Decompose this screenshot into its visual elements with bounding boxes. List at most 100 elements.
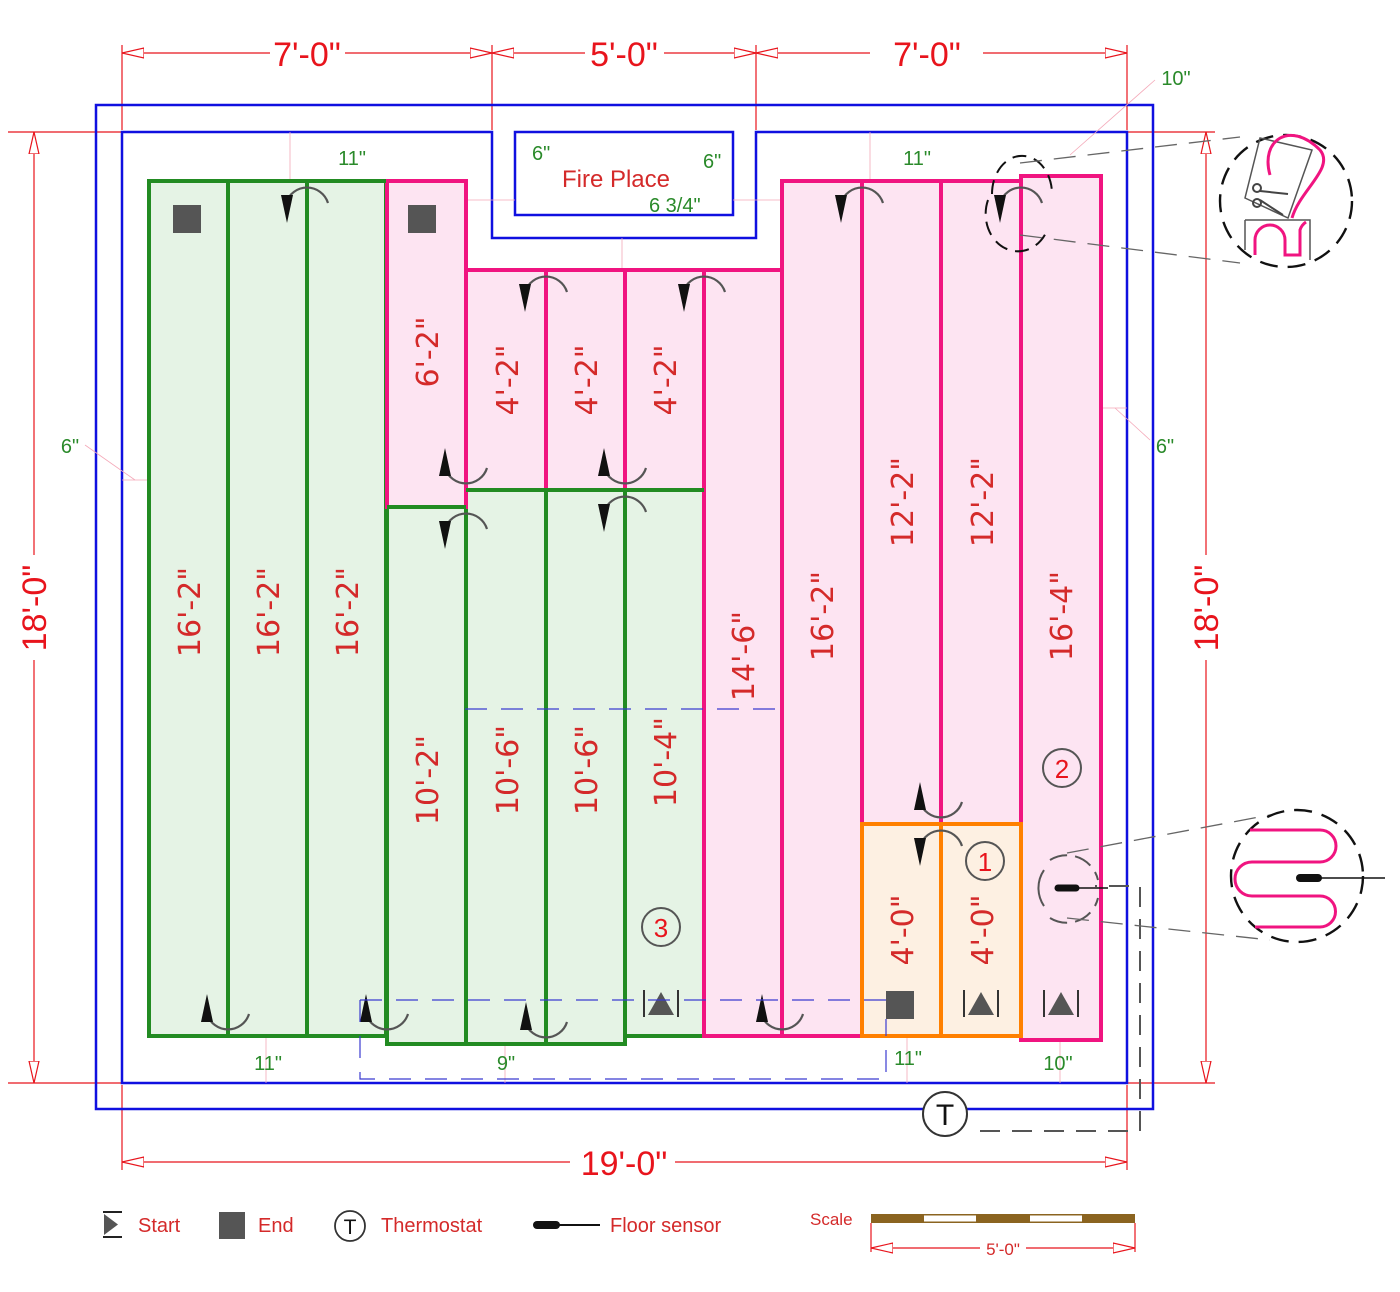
overall-dimensions — [8, 45, 1215, 1170]
zone2-run-1 — [385, 179, 468, 509]
thermostat-symbol: T — [936, 1099, 954, 1132]
legend-floor-sensor: Floor sensor — [533, 1215, 721, 1237]
run-label: 6'-2" — [411, 316, 446, 387]
zone-3-badge: 3 — [641, 907, 681, 947]
zone3-run-7 — [623, 488, 706, 1038]
end-square-icon — [219, 1212, 245, 1239]
zone-number-badges: 1 2 3 — [641, 748, 1082, 947]
scale-length: 5'-0" — [986, 1240, 1020, 1259]
end-square-icon — [173, 205, 201, 233]
turn-arrow-icon — [598, 448, 648, 485]
end-markers — [173, 205, 914, 1019]
zone3-run-5 — [464, 488, 548, 1046]
turn-arrow-icon — [835, 186, 885, 223]
turn-arrows — [201, 186, 1044, 1039]
floor-sensor — [1037, 854, 1108, 924]
thermostat-icon — [334, 1210, 366, 1242]
legend: Start End T Thermostat Floor sensor — [103, 1210, 721, 1242]
dim-top-right: 7'-0" — [893, 36, 961, 74]
run-label: 12'-2" — [966, 457, 1001, 547]
end-square-icon — [886, 991, 914, 1019]
clearance-left: 6" — [61, 436, 79, 458]
start-triangle-icon — [643, 990, 679, 1017]
scale-bar: Scale 5'-0" — [810, 1210, 1136, 1259]
turn-arrow-icon — [678, 275, 727, 312]
zone-2 — [385, 174, 1103, 1042]
thermostat[interactable]: T — [922, 1091, 968, 1137]
cold-lead-route — [359, 708, 887, 1080]
start-triangle-icon — [104, 1214, 118, 1235]
zone-2-badge: 2 — [1042, 748, 1082, 788]
fireplace-clearance-right: 6" — [703, 151, 721, 173]
turn-arrow-icon — [439, 448, 489, 485]
fireplace-label: Fire Place — [562, 166, 670, 193]
run-label: 16'-4" — [1045, 571, 1080, 661]
run-label: 16'-2" — [331, 567, 366, 657]
zone2-run-3 — [544, 268, 627, 492]
inner-wall — [120, 130, 1129, 1085]
clearance-bottom-3: 11" — [894, 1048, 922, 1070]
scissors-icon — [1252, 183, 1289, 216]
legend-end-label: End — [258, 1215, 294, 1237]
legend-start-label: Start — [138, 1215, 181, 1237]
dim-top-left: 7'-0" — [273, 36, 341, 74]
turn-arrow-icon — [201, 994, 251, 1031]
run-label: 14'-6" — [727, 611, 762, 701]
scale-label: Scale — [810, 1210, 853, 1229]
zone-1-badge: 1 — [965, 841, 1005, 881]
start-triangle-icon — [1043, 990, 1079, 1017]
run-label: 4'-2" — [491, 344, 526, 415]
run-label: 4'-0" — [886, 894, 921, 965]
run-label: 16'-2" — [806, 571, 841, 661]
turn-arrow-icon — [519, 275, 569, 312]
turn-arrow-icon — [598, 495, 648, 532]
legend-end: End — [219, 1212, 294, 1239]
zone-1 — [860, 822, 1023, 1038]
run-labels: 16'-2" 16'-2" 16'-2" 10'-2" 10'-6" 10'-6… — [173, 316, 1080, 965]
run-label: 16'-2" — [252, 567, 287, 657]
clearance-top-corner: 10" — [1161, 68, 1190, 90]
legend-start: Start — [103, 1211, 181, 1238]
turn-arrow-icon — [520, 1002, 569, 1039]
clearance-bottom-4: 10" — [1043, 1053, 1072, 1075]
dim-bottom: 19'-0" — [581, 1145, 668, 1183]
fireplace-clearance-left: 6" — [532, 143, 550, 165]
zone2-run-9 — [1019, 174, 1103, 1042]
walls — [94, 103, 1155, 1111]
zone-3 — [147, 179, 706, 1046]
legend-thermostat: T Thermostat — [334, 1210, 483, 1242]
clearance-top-right: 11" — [903, 148, 931, 170]
turn-arrow-icon — [914, 829, 964, 866]
fireplace-box — [513, 130, 735, 217]
zone-1-number: 1 — [978, 847, 992, 877]
run-label: 10'-6" — [491, 725, 526, 815]
turn-arrow-icon — [994, 186, 1044, 223]
run-label: 16'-2" — [173, 567, 208, 657]
zone2-run-5 — [702, 268, 784, 1038]
zone2-run-7 — [860, 179, 943, 826]
legend-floor-sensor-label: Floor sensor — [610, 1215, 721, 1237]
end-square-icon — [408, 205, 436, 233]
turn-arrow-icon — [439, 512, 489, 549]
zone-2-number: 2 — [1055, 754, 1069, 784]
dim-right: 18'-0" — [1188, 565, 1226, 652]
legend-thermostat-label: Thermostat — [381, 1215, 483, 1237]
run-label: 10'-2" — [411, 735, 446, 825]
clearance-top-left: 11" — [338, 148, 366, 170]
cut-detail — [984, 133, 1354, 269]
clearance-right: 6" — [1156, 436, 1174, 458]
turn-arrow-icon — [281, 186, 330, 223]
zone3-run-1 — [147, 179, 230, 1038]
clearance-bottom-2: 9" — [497, 1053, 515, 1075]
thermostat-icon[interactable] — [922, 1091, 968, 1137]
clearance-leaders — [84, 79, 1156, 1083]
zone-3-number: 3 — [654, 913, 668, 943]
run-label: 4'-2" — [649, 344, 684, 415]
turn-arrow-icon — [360, 994, 410, 1031]
start-triangle-icon — [963, 990, 999, 1017]
fireplace-clearance-bottom: 6 3/4" — [649, 195, 701, 217]
turn-arrow-icon — [914, 782, 964, 819]
clearance-bottom-1: 11" — [254, 1053, 282, 1075]
legend-thermostat-symbol: T — [344, 1216, 357, 1239]
